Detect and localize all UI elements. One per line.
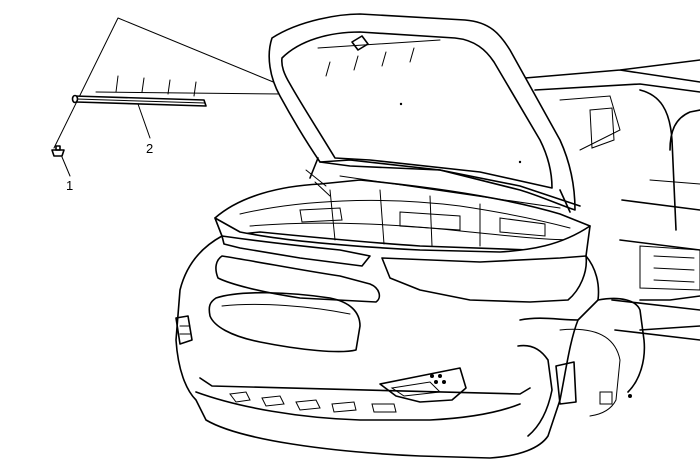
engine-compartment (214, 157, 591, 251)
rear-body-panel (611, 199, 700, 341)
callout-label-1: 1 (66, 178, 73, 193)
alignment-ticks (115, 75, 197, 97)
callout-leader-1 (61, 156, 71, 177)
callout-leader-2 (137, 103, 151, 139)
door-opening (639, 89, 700, 231)
projection-line-upper (53, 17, 284, 149)
fender-wheelhouse (517, 295, 700, 437)
lower-grille-slots (229, 391, 397, 413)
fastener (51, 145, 65, 157)
fog-lamp-dots (430, 374, 446, 384)
callout-label-2: 2 (146, 141, 153, 156)
hood (268, 13, 576, 211)
projection-line-lower (95, 91, 284, 95)
hood-seal-strip (71, 94, 207, 107)
vehicle-body (175, 13, 700, 459)
inner-body-details (559, 95, 700, 291)
a-pillar (524, 59, 700, 93)
insulator-marks (317, 39, 441, 77)
exploded-parts: 1 2 (51, 17, 284, 193)
front-fascia (175, 217, 600, 459)
hood-latch (351, 35, 369, 51)
